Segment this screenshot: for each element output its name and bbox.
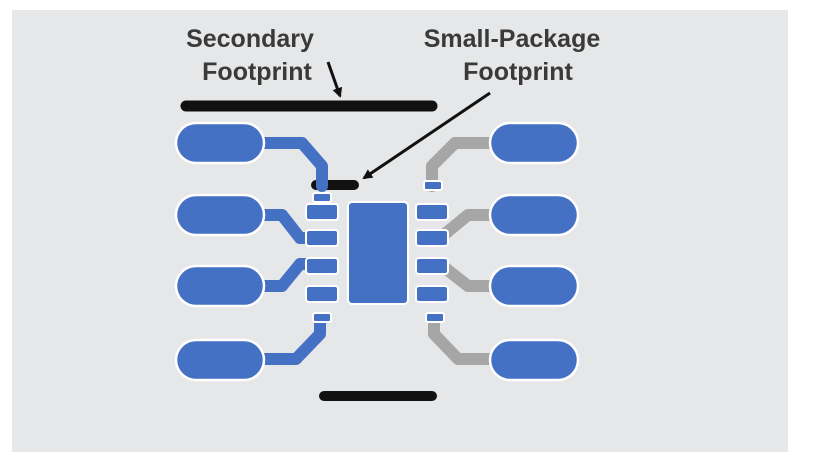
small-package-pads-left xyxy=(305,192,339,323)
secondary-pad-left-4 xyxy=(174,338,266,382)
gray-trace-1 xyxy=(426,137,498,192)
secondary-pads-right xyxy=(488,121,580,382)
center-thermal-pad xyxy=(347,201,409,305)
small-pad-left-thin-top xyxy=(312,192,332,203)
small-pad-right-2 xyxy=(415,229,449,247)
small-pad-left-4 xyxy=(305,285,339,303)
small-pad-right-thin-top xyxy=(423,180,443,191)
secondary-pad-left-3 xyxy=(174,264,266,308)
small-package-footprint-label-line2: Footprint xyxy=(463,58,573,86)
secondary-pad-right-3 xyxy=(488,264,580,308)
secondary-pad-left-1 xyxy=(174,121,266,165)
small-pad-left-2 xyxy=(305,229,339,247)
gray-trace-4 xyxy=(428,312,498,365)
small-package-footprint-arrow xyxy=(362,91,491,180)
secondary-footprint-label-line2: Footprint xyxy=(202,58,312,86)
small-pad-left-thin-bottom xyxy=(312,312,332,323)
small-pad-right-3 xyxy=(415,257,449,275)
secondary-pad-right-4 xyxy=(488,338,580,382)
secondary-footprint-label-line1: Secondary xyxy=(186,25,314,53)
small-pad-left-1 xyxy=(305,203,339,221)
secondary-pad-left-2 xyxy=(174,193,266,237)
secondary-pad-right-2 xyxy=(488,193,580,237)
blue-trace-4 xyxy=(256,312,326,365)
secondary-pads-left xyxy=(174,121,266,382)
small-pad-right-1 xyxy=(415,203,449,221)
small-pad-left-3 xyxy=(305,257,339,275)
small-pad-right-4 xyxy=(415,285,449,303)
small-package-pads-right xyxy=(415,180,449,323)
small-pad-right-thin-bottom xyxy=(425,312,445,323)
blue-trace-1 xyxy=(256,137,328,192)
small-package-footprint-label-line1: Small-Package xyxy=(424,25,601,53)
secondary-pad-right-1 xyxy=(488,121,580,165)
secondary-footprint-arrow xyxy=(326,61,343,98)
